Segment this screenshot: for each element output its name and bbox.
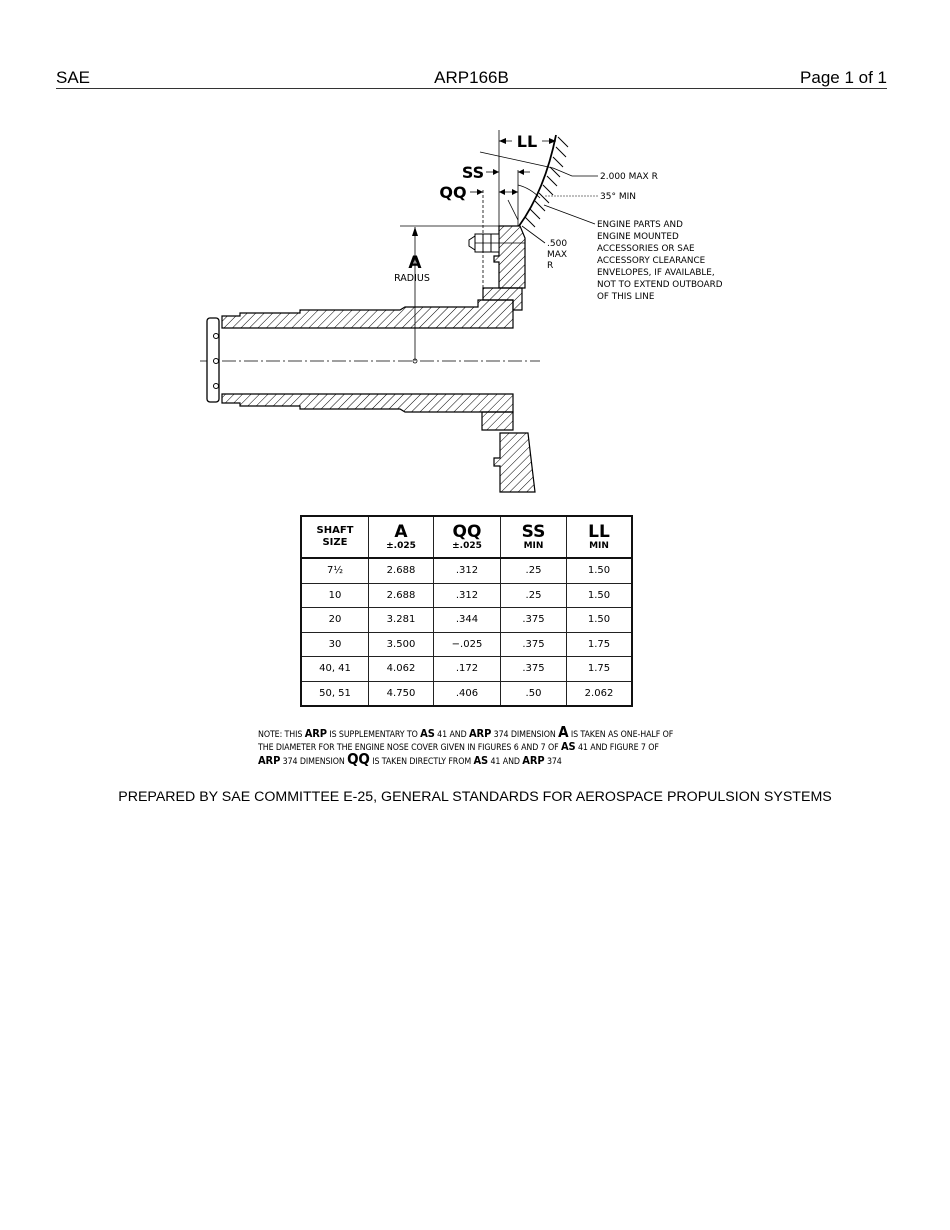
cell-qq: .312 (433, 557, 501, 584)
cell-ll: 1.75 (566, 631, 633, 657)
max-radius-2000-label: 2.000 MAX R (600, 172, 658, 182)
svg-text:ENVELOPES, IF AVAILABLE,: ENVELOPES, IF AVAILABLE, (597, 268, 715, 278)
cell-ss: .375 (500, 607, 567, 633)
table-row: 30 3.500 −.025 .375 1.75 (300, 631, 633, 657)
cell-a: 2.688 (368, 557, 434, 584)
supplementary-note: NOTE: THIS ARP IS SUPPLEMENTARY TO AS 41… (258, 723, 674, 768)
cell-ll: 2.062 (566, 680, 633, 707)
table-row: 50, 51 4.750 .406 .50 2.062 (300, 680, 633, 707)
cell-shaft-size: 7½ (300, 557, 369, 584)
table-row: 40, 41 4.062 .172 .375 1.75 (300, 656, 633, 682)
dimension-a-label: A (408, 253, 422, 273)
table-header-row: SHAFT SIZE A ±.025 QQ ±.025 SS MIN LL MI… (300, 515, 633, 559)
dimension-qq-label: QQ (439, 183, 466, 202)
svg-text:OF THIS LINE: OF THIS LINE (597, 292, 654, 302)
header-ss: SS MIN (500, 515, 567, 559)
cell-ss: .25 (500, 582, 567, 608)
cell-qq: .312 (433, 582, 501, 608)
cell-qq: −.025 (433, 631, 501, 657)
shaft-dimensions-table: SHAFT SIZE A ±.025 QQ ±.025 SS MIN LL MI… (300, 515, 633, 707)
shaft-drawing-figure: A RADIUS (195, 125, 755, 500)
cell-ss: .25 (500, 557, 567, 584)
cell-shaft-size: 40, 41 (300, 656, 369, 682)
page-header: SAE ARP166B Page 1 of 1 (56, 66, 887, 89)
envelope-note: ENGINE PARTS AND ENGINE MOUNTED ACCESSOR… (597, 220, 723, 302)
svg-text:ENGINE PARTS AND: ENGINE PARTS AND (597, 220, 683, 230)
radius-500-line2: MAX (547, 250, 567, 260)
svg-text:NOT TO EXTEND OUTBOARD: NOT TO EXTEND OUTBOARD (597, 280, 723, 290)
radius-label: RADIUS (394, 273, 430, 284)
header-page-number: Page 1 of 1 (800, 68, 887, 87)
table-row: 20 3.281 .344 .375 1.50 (300, 607, 633, 633)
radius-500-line1: .500 (547, 239, 567, 249)
cell-qq: .172 (433, 656, 501, 682)
dimension-ss-label: SS (462, 163, 484, 182)
header-ll: LL MIN (566, 515, 633, 559)
cell-ll: 1.50 (566, 582, 633, 608)
svg-text:ENGINE MOUNTED: ENGINE MOUNTED (597, 232, 679, 242)
cell-ll: 1.50 (566, 557, 633, 584)
cell-a: 2.688 (368, 582, 434, 608)
cell-qq: .344 (433, 607, 501, 633)
cell-ss: .50 (500, 680, 567, 707)
header-shaft-size: SHAFT SIZE (300, 515, 369, 559)
table-row: 7½ 2.688 .312 .25 1.50 (300, 557, 633, 584)
svg-text:ACCESSORY CLEARANCE: ACCESSORY CLEARANCE (597, 256, 705, 266)
svg-text:ACCESSORIES OR SAE: ACCESSORIES OR SAE (597, 244, 695, 254)
cell-shaft-size: 30 (300, 631, 369, 657)
cell-a: 3.500 (368, 631, 434, 657)
dimension-ll-label: LL (517, 132, 537, 151)
cell-shaft-size: 50, 51 (300, 680, 369, 707)
cell-ll: 1.75 (566, 656, 633, 682)
cell-shaft-size: 10 (300, 582, 369, 608)
cell-ss: .375 (500, 631, 567, 657)
header-a: A ±.025 (368, 515, 434, 559)
angle-35-min-label: 35° MIN (600, 192, 636, 202)
cell-ss: .375 (500, 656, 567, 682)
cell-a: 4.750 (368, 680, 434, 707)
cell-shaft-size: 20 (300, 607, 369, 633)
radius-500-line3: R (547, 261, 553, 271)
cell-a: 3.281 (368, 607, 434, 633)
header-qq: QQ ±.025 (433, 515, 501, 559)
cell-qq: .406 (433, 680, 501, 707)
cell-ll: 1.50 (566, 607, 633, 633)
header-org: SAE (56, 68, 91, 87)
table-row: 10 2.688 .312 .25 1.50 (300, 582, 633, 608)
prepared-by-statement: PREPARED BY SAE COMMITTEE E-25, GENERAL … (118, 789, 832, 805)
header-doc-number: ARP166B (434, 68, 509, 87)
cell-a: 4.062 (368, 656, 434, 682)
